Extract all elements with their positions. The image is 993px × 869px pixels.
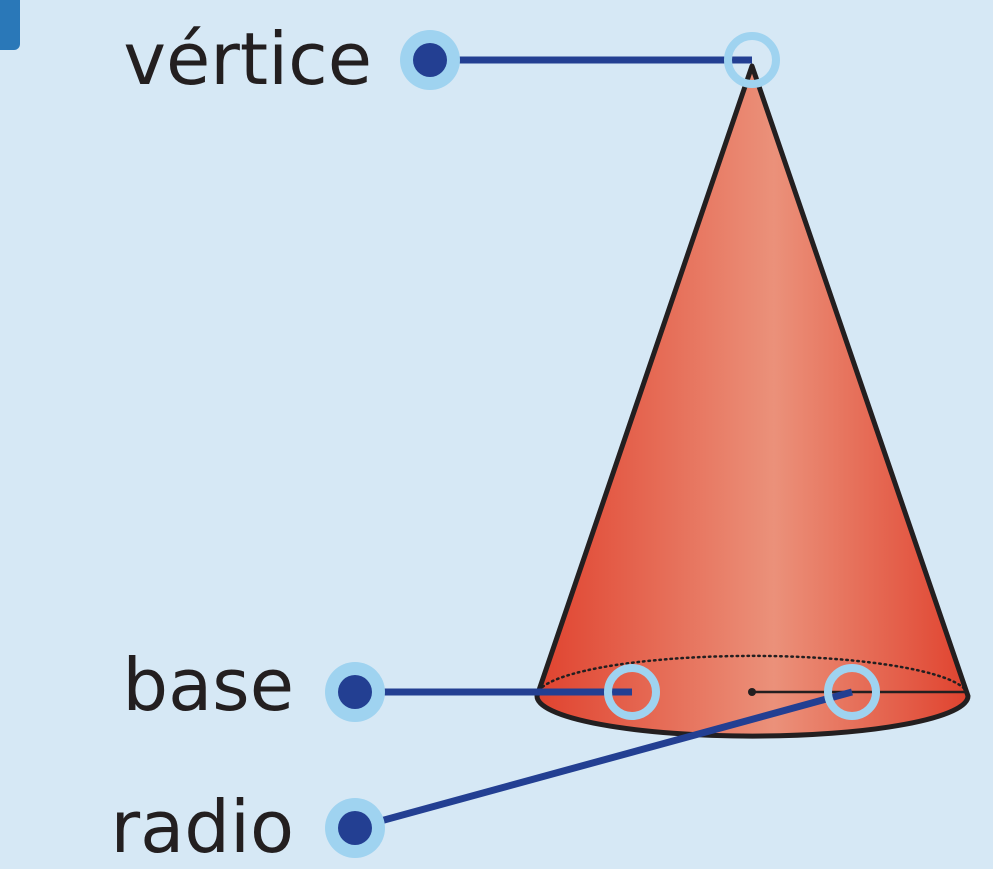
radius-dot (338, 811, 372, 845)
base-center-point (748, 688, 756, 696)
label-dots (325, 30, 460, 858)
base-back-edge (535, 654, 970, 698)
leader-lines (354, 56, 853, 832)
radius-marker-ring (824, 664, 880, 720)
radius-label: radio (111, 785, 294, 869)
vertex-dot (413, 43, 447, 77)
base-dot (338, 675, 372, 709)
radius-leader (354, 688, 853, 832)
cone (534, 63, 971, 739)
target-markers (604, 32, 880, 720)
cone-body (534, 63, 971, 739)
vertex-marker-ring (724, 32, 780, 88)
base-marker-ring (604, 664, 660, 720)
vertex-label: vértice (123, 17, 372, 101)
corner-tab (0, 0, 20, 50)
base-label: base (122, 643, 294, 727)
